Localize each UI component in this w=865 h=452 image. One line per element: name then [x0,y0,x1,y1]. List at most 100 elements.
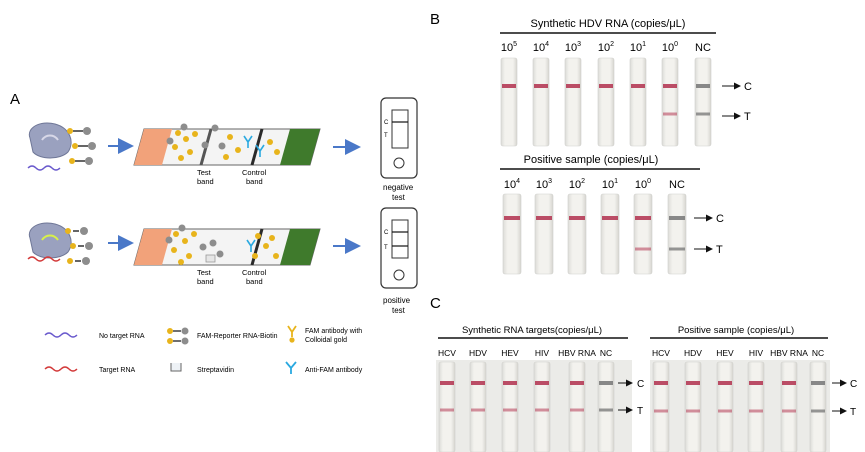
b-top-title: Synthetic HDV RNA (copies/μL) [531,18,686,30]
lane-label: 103 [536,178,552,191]
b-top-t-label: T [744,111,751,123]
strip-t-band [718,409,732,413]
control-band-label-2b: band [246,277,263,286]
c-left-t-label: T [637,406,643,417]
strip-c-band [535,381,549,385]
strip-c-band [654,381,668,385]
legend-no-target: No target RNA [99,333,145,340]
strip-t-band [696,112,710,116]
lane-label: 105 [501,41,517,54]
strip-c-band [696,84,710,88]
strip-c-band [566,84,580,88]
negative-test-label-a: negative [383,183,414,192]
cassette-t-label-neg: T [384,133,388,139]
c-lane-label: HCV [438,348,456,358]
strip-t-band [749,409,763,413]
strip [600,193,620,275]
legend-target-swatch [44,366,78,372]
strip [532,57,550,147]
lane-label: 104 [504,178,520,191]
strip [564,57,582,147]
strip-c-band [504,216,520,220]
strip [597,361,615,452]
lane-label: 103 [565,41,581,54]
sample-blob-negative [28,122,72,159]
strip-c-band [663,84,677,88]
b-top-c-label: C [744,81,752,93]
lane-label: 102 [569,178,585,191]
strip-c-band [536,216,552,220]
strip [534,193,554,275]
control-band-label-1b: band [246,177,263,186]
strip [501,361,519,452]
strip-c-band [599,381,613,385]
b-top-strips [500,57,712,147]
panel-label-a: A [10,91,20,108]
b-bottom-c-label: C [716,213,724,225]
cassette-positive [380,207,418,289]
c-lane-label: HCV [652,348,670,358]
legend-fam-gold-1: FAM antibody with [305,328,362,335]
positive-test-label-b: test [392,306,406,315]
test-band-label-1b: band [197,177,214,186]
strip [438,361,456,452]
strip [567,193,587,275]
legend-target: Target RNA [99,367,136,374]
strip-c-band [440,381,454,385]
target-rna-strand [27,256,61,262]
legend-reporter: FAM-Reporter RNA-Biotin [197,333,278,340]
strip-c-band [635,216,651,220]
legend-anti-fam: Anti-FAM antibody [305,367,363,374]
strip [568,361,586,452]
strip-c-band [602,216,618,220]
c-left-c-label: C [637,379,644,390]
c-lane-label: HIV [535,348,550,358]
lane-label: 104 [533,41,549,54]
strip-c-band [749,381,763,385]
lane-label: 100 [635,178,651,191]
strip-c-band [570,381,584,385]
cassette-negative [380,97,418,179]
strip-t-band [663,112,677,116]
test-band-label-1a: Test [197,168,212,177]
c-right-c-label: C [850,379,857,390]
b-bottom-t-label: T [716,244,723,256]
strip [597,57,615,147]
sample-blob-positive [28,222,72,259]
lateral-flow-strip-negative [133,123,321,166]
c-left-title: Synthetic RNA targets(copies/μL) [462,325,602,336]
c-lane-label: HIV [749,348,764,358]
legend-streptavidin-swatch [170,363,182,372]
strip-c-band [599,84,613,88]
c-lane-label: NC [600,348,612,358]
strip-c-band [782,381,796,385]
strip-c-band [503,381,517,385]
cassette-t-label-pos: T [384,245,388,251]
c-lane-label: HDV [684,348,702,358]
strip [633,193,653,275]
strip [780,361,798,452]
strip-c-band [669,216,685,220]
test-band-label-2b: band [197,277,214,286]
strip-t-band [471,408,485,412]
strip-t-band [669,247,685,251]
strip-c-band [569,216,585,220]
strip-t-band [599,408,613,412]
strip [502,193,522,275]
strip [809,361,827,452]
strip-c-band [631,84,645,88]
strip [652,361,670,452]
control-band-label-1a: Control [242,168,267,177]
strip [684,361,702,452]
strip [533,361,551,452]
c-lane-label: HBV RNA [770,348,808,358]
lane-label: NC [669,179,685,191]
panel-label-c: C [430,295,441,312]
strip-t-band [440,408,454,412]
legend-fam-gold-2: Colloidal gold [305,337,347,344]
legend-reporter-swatch [167,327,189,345]
reporter-molecules-positive [65,227,93,265]
